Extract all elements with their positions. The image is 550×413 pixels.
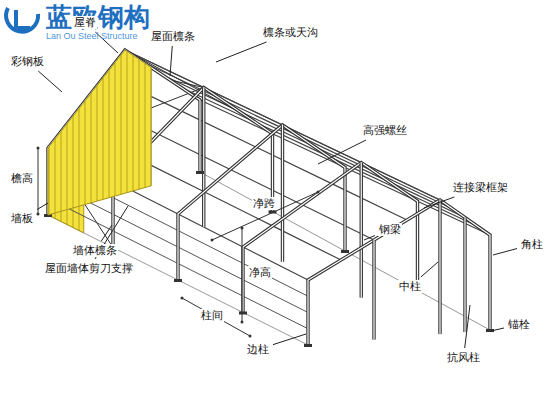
- anchor-bolt: [174, 279, 182, 282]
- clear-span-dimension-end: [317, 191, 320, 194]
- part-label: 净高: [248, 266, 272, 279]
- leader-line: [465, 305, 470, 348]
- eave-height-dimension-end: [37, 147, 40, 150]
- part-label: 抗风柱: [446, 351, 481, 364]
- logo-icon: [6, 8, 38, 32]
- part-label: 净跨: [252, 197, 276, 210]
- leader-line: [273, 334, 306, 345]
- leader-line: [421, 262, 438, 277]
- portal-frame: [308, 200, 490, 345]
- portal-frame-core: [178, 125, 345, 280]
- eave-height-dimension-end: [37, 213, 40, 216]
- portal-frame-core: [243, 163, 418, 313]
- part-label: 屋脊: [73, 16, 97, 29]
- leader-line: [216, 42, 267, 62]
- eave-height-dimension: [38, 148, 39, 214]
- portal-frame: [243, 163, 418, 313]
- wind-column-core: [373, 240, 374, 340]
- clear-height-dimension: [242, 228, 243, 322]
- wind-column-core: [439, 200, 440, 334]
- portal-frame: [48, 50, 200, 215]
- part-label: 锚栓: [507, 318, 531, 331]
- wind-column: [463, 218, 466, 333]
- wind-column: [438, 200, 441, 334]
- part-label: 中柱: [398, 280, 422, 293]
- portal-frame-core: [308, 200, 490, 345]
- part-label: 彩钢板: [10, 55, 45, 68]
- leader-line: [491, 328, 504, 331]
- part-label: 高强螺丝: [362, 124, 408, 137]
- portal-frame: [178, 125, 345, 280]
- leader-line: [318, 140, 366, 164]
- clear-span-dimension-end: [211, 239, 214, 242]
- part-label: 钢梁: [378, 223, 402, 236]
- anchor-bolt: [239, 312, 247, 315]
- bay-dimension-end: [181, 297, 184, 300]
- anchor-bolt: [196, 171, 204, 174]
- clear-span-dimension: [212, 192, 318, 240]
- anchor-bolt: [341, 250, 349, 253]
- leader-line: [38, 71, 62, 92]
- logo-text: 蓝欧钢构: [45, 2, 151, 32]
- part-label: 檩条或天沟: [262, 26, 319, 39]
- middle-column-core: [203, 88, 204, 228]
- part-label: 屋面檩条: [150, 30, 196, 43]
- part-label: 墙体檩条: [72, 244, 118, 257]
- part-label: 墙板: [10, 212, 34, 225]
- leader-line: [364, 236, 375, 240]
- part-label: 檐高: [10, 172, 34, 185]
- bay-dimension: [182, 298, 250, 336]
- bay-dimension-end: [249, 335, 252, 338]
- clear-height-dimension-end: [241, 321, 244, 324]
- anchor-bolt: [304, 344, 312, 347]
- leader-line: [101, 225, 112, 241]
- portal-frame-core: [48, 50, 200, 215]
- leader-line: [37, 203, 48, 210]
- leader-line: [493, 249, 517, 255]
- middle-column-core: [282, 125, 283, 262]
- middle-column: [281, 125, 284, 262]
- middle-column: [360, 163, 363, 298]
- color-steel-panel: [48, 50, 151, 215]
- part-label: 角柱: [520, 238, 544, 251]
- wind-column-core: [464, 218, 465, 333]
- leader-line: [170, 46, 172, 76]
- part-label: 柱间: [200, 309, 224, 322]
- part-label: 屋面墙体剪刀支撑: [44, 262, 134, 275]
- part-label: 连接梁框架: [452, 181, 509, 194]
- middle-column: [202, 88, 205, 228]
- logo-subtitle: Lan Ou Steel Structure: [45, 31, 139, 42]
- middle-column-core: [361, 163, 362, 298]
- part-label: 边柱: [246, 343, 270, 356]
- wind-column: [372, 240, 375, 340]
- leader-line: [424, 197, 454, 208]
